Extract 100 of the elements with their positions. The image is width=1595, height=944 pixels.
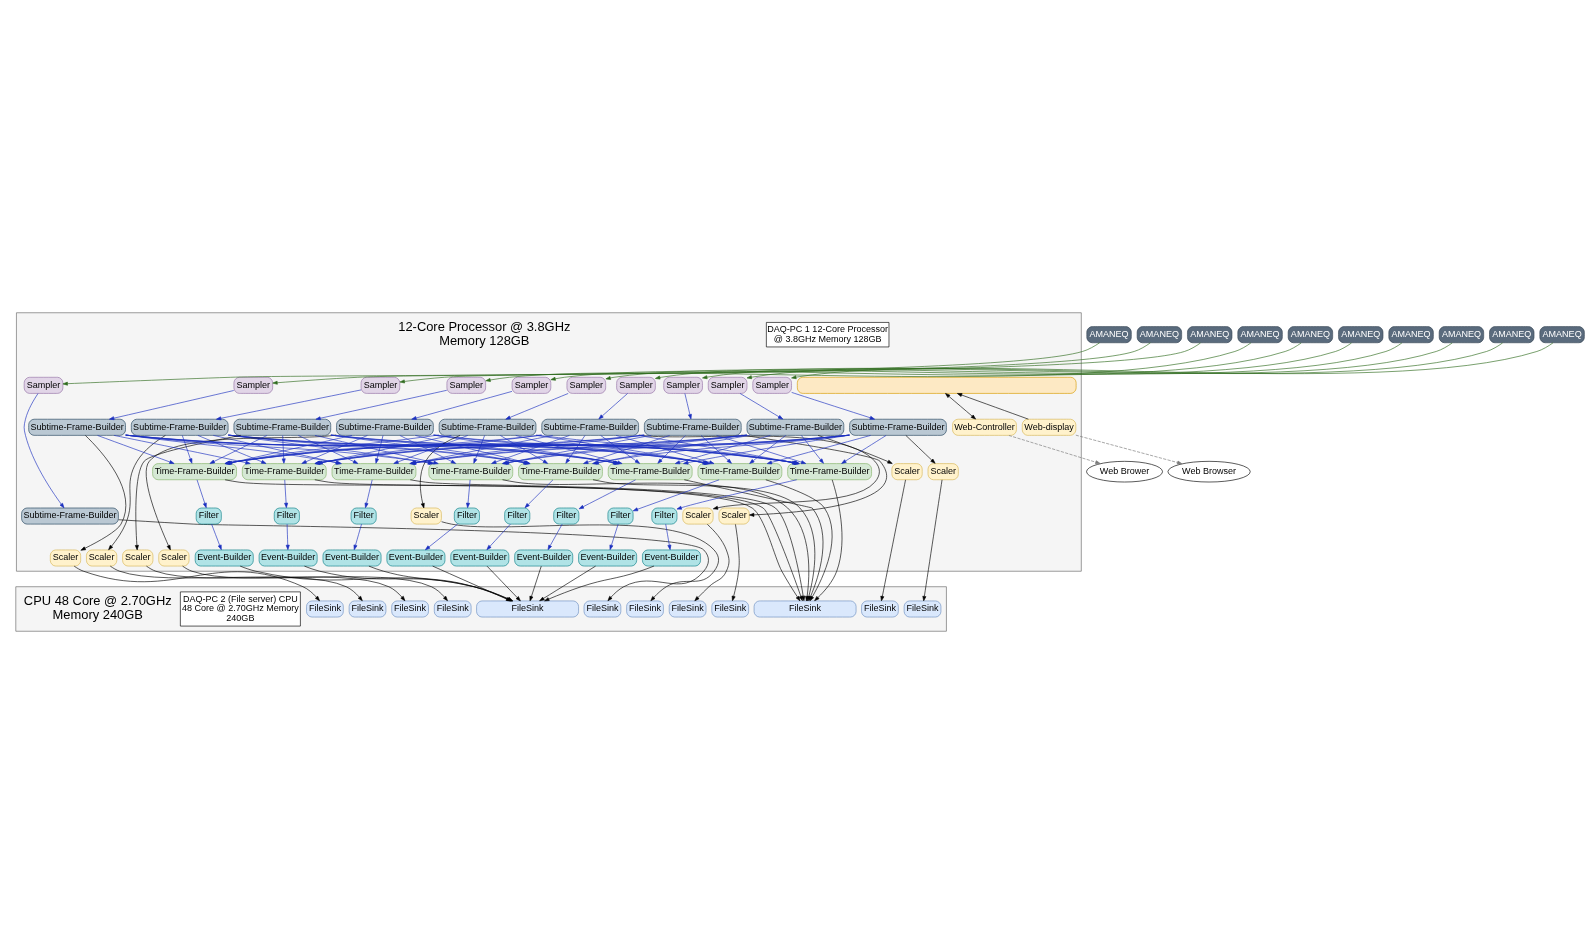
arrow xyxy=(922,479,943,602)
arrow xyxy=(182,565,448,602)
arrow xyxy=(364,479,373,509)
arrow xyxy=(665,523,672,550)
node-box: Time-Frame-Builder xyxy=(697,463,783,481)
node-box: FileSink xyxy=(348,600,387,618)
node-box: Filter xyxy=(273,507,300,525)
node-box: DAQ-PC 2 (File server) CPU 48 Core @ 2.70GHz Memory 240GB xyxy=(180,591,301,627)
arrow xyxy=(486,523,511,550)
arrow xyxy=(741,434,887,517)
node-box: Subtime-Frame-Builder xyxy=(849,418,947,436)
arrow xyxy=(399,342,1201,384)
node-box: Sampler xyxy=(616,376,656,394)
arrow xyxy=(23,393,65,509)
node-box: Sampler xyxy=(23,376,64,394)
node-box: Time-Frame-Builder xyxy=(152,463,237,481)
arrow xyxy=(957,393,1029,420)
node-box: FileSink xyxy=(391,600,429,618)
arrow xyxy=(801,435,824,464)
node-box: Subtime-Frame-Builder xyxy=(644,418,742,436)
node-box: Scaler xyxy=(158,549,190,567)
node-box: Scaler xyxy=(682,507,714,525)
arrow xyxy=(657,435,686,464)
arrow xyxy=(544,565,655,602)
arrow xyxy=(632,479,720,512)
arrow xyxy=(841,435,887,464)
node-box: FileSink xyxy=(753,600,857,618)
node-box: FileSink xyxy=(626,600,664,618)
arrow xyxy=(108,435,166,551)
node-box: Event-Builder xyxy=(642,549,701,567)
node-box: Event-Builder xyxy=(450,549,510,567)
label: CPU 48 Core @ 2.70GHz Memory 240GB xyxy=(23,593,172,623)
arrow xyxy=(694,524,730,602)
cluster xyxy=(15,586,947,632)
node-box: Time-Frame-Builder xyxy=(428,463,514,481)
node-box xyxy=(797,376,1077,394)
node-box: Scaler xyxy=(86,549,118,567)
arrow xyxy=(281,435,286,464)
node-box: Scaler xyxy=(927,463,959,481)
node-box: Scaler xyxy=(891,463,923,481)
node-box: Filter xyxy=(607,507,634,525)
arrow xyxy=(565,435,586,464)
node-box: Event-Builder xyxy=(194,549,254,567)
node-box: Time-Frame-Builder xyxy=(331,463,417,481)
arrow xyxy=(145,434,337,551)
arrow xyxy=(73,565,320,602)
arrow xyxy=(211,523,222,550)
arrow xyxy=(529,565,542,602)
node-box: Subtime-Frame-Builder xyxy=(541,418,639,436)
node-box: AMANEQ xyxy=(1086,326,1132,344)
arrow xyxy=(550,342,1302,381)
arrow xyxy=(814,479,843,601)
arrow xyxy=(473,435,485,464)
arrow xyxy=(638,434,880,510)
node-box: Filter xyxy=(504,507,531,525)
node-box: Sampler xyxy=(233,376,273,394)
arrow xyxy=(109,390,235,421)
arrow xyxy=(196,479,207,509)
node-box: Filter xyxy=(651,507,678,525)
node-box: Time-Frame-Builder xyxy=(607,463,693,481)
node-box: AMANEQ xyxy=(1187,326,1233,344)
node-box: FileSink xyxy=(306,600,344,618)
arrow xyxy=(505,393,569,420)
node-box: Scaler xyxy=(718,507,750,525)
node-box: Scaler xyxy=(410,507,442,525)
arrow xyxy=(880,479,906,602)
node-box: Subtime-Frame-Builder xyxy=(21,507,119,525)
node-box: AMANEQ xyxy=(1136,326,1182,344)
arrow xyxy=(1075,434,1183,465)
node-box: FileSink xyxy=(711,600,749,618)
node-box: FileSink xyxy=(583,600,622,618)
arrow xyxy=(817,435,893,464)
arrow xyxy=(945,393,976,420)
node-box: Time-Frame-Builder xyxy=(518,463,603,481)
arrow xyxy=(134,435,242,551)
arrow xyxy=(284,479,288,509)
node-box: Time-Frame-Builder xyxy=(242,463,327,481)
node-box: Filter xyxy=(350,507,377,525)
node-box: Filter xyxy=(195,507,222,525)
arrow xyxy=(539,565,596,602)
node-box: Sampler xyxy=(566,376,606,394)
node-box: DAQ-PC 1 12-Core Processor @ 3.8GHz Memory 128GB xyxy=(766,322,890,348)
node-box: AMANEQ xyxy=(1388,326,1434,344)
arrow xyxy=(749,435,787,464)
arrow xyxy=(1008,435,1101,465)
arrow xyxy=(315,390,448,421)
node-box: Event-Builder xyxy=(258,549,318,567)
node-box: Web-display xyxy=(1021,418,1077,436)
node-box: Sampler xyxy=(360,376,401,394)
arrow xyxy=(97,435,175,464)
arrow xyxy=(181,435,193,464)
node-box: AMANEQ xyxy=(1338,326,1384,344)
node-box: Sampler xyxy=(511,376,552,394)
node-box: FileSink xyxy=(861,600,899,618)
node-box: AMANEQ xyxy=(1287,326,1333,344)
arrow xyxy=(272,342,1151,385)
arrow xyxy=(684,393,692,420)
arrow xyxy=(285,523,290,550)
node-box: Event-Builder xyxy=(386,549,446,567)
arrow xyxy=(524,479,554,509)
